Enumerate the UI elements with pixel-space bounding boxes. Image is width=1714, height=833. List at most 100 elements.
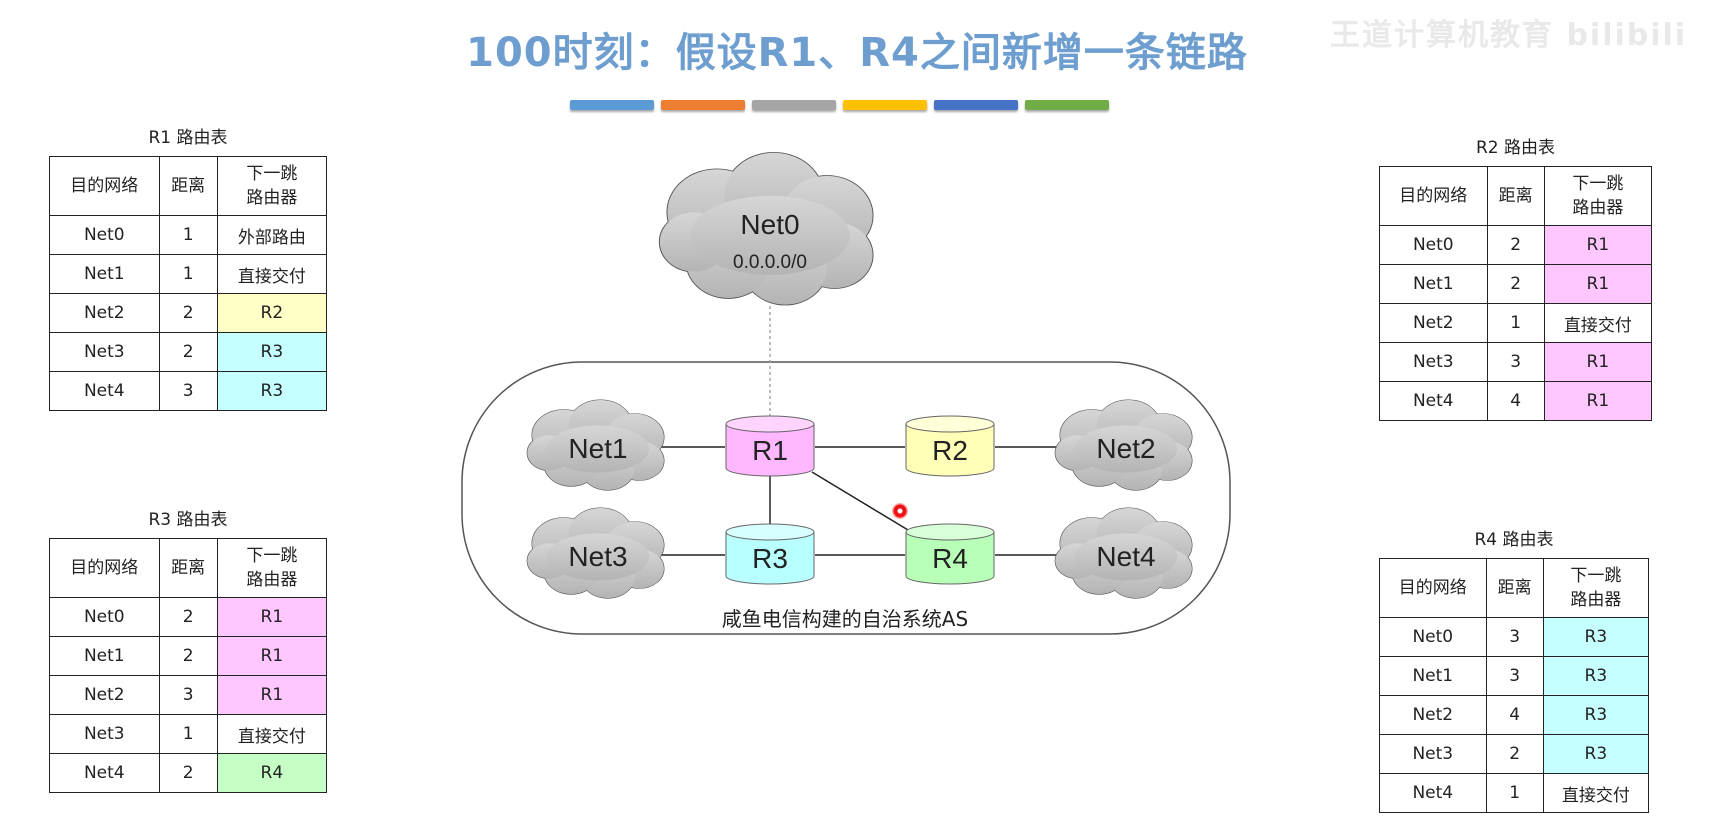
cell-next-hop: R1: [1543, 381, 1653, 421]
cell-distance: 4: [1486, 381, 1545, 421]
cell-distance: 2: [158, 293, 218, 333]
cell-distance: 3: [1485, 617, 1544, 657]
as-label: 咸鱼电信构建的自治系统AS: [722, 607, 968, 631]
r3-router-icon: [725, 523, 815, 585]
cell-distance: 1: [158, 254, 218, 294]
header-next-hop-line1: 下一跳: [1570, 566, 1622, 586]
cell-next-hop: R3: [1542, 656, 1650, 696]
net3-label: Net3: [568, 541, 627, 572]
header-next-hop: 下一跳路由器: [216, 156, 328, 216]
table-caption: R4 路由表: [1474, 530, 1554, 550]
cell-next-hop: R4: [216, 753, 328, 793]
header-dist: 距离: [158, 538, 218, 598]
as-boundary: [461, 361, 1231, 635]
cell-dest: Net4: [49, 753, 160, 793]
cell-dest: Net2: [49, 293, 160, 333]
cell-dest: Net4: [1379, 773, 1487, 813]
color-bar-blue: [570, 100, 654, 110]
header-next-hop-line2: 路由器: [1570, 590, 1622, 610]
r3-label: R3: [752, 543, 788, 574]
cell-next-hop: R3: [216, 371, 328, 411]
table-header-row: 目的网络距离下一跳路由器: [1379, 166, 1653, 226]
color-bar-darkblue: [934, 100, 1018, 110]
header-next-hop-line2: 路由器: [246, 570, 298, 590]
color-bar-gray: [752, 100, 836, 110]
r2-router-icon: [905, 415, 995, 477]
color-bar-orange: [661, 100, 745, 110]
header-dest: 目的网络: [49, 538, 160, 598]
watermark: 王道计算机教育 bilibili: [1330, 18, 1688, 53]
cell-next-hop: R1: [216, 675, 328, 715]
cell-next-hop: R3: [1542, 695, 1650, 735]
cell-distance: 1: [158, 215, 218, 255]
header-next-hop-line1: 下一跳: [246, 164, 298, 184]
net2-label: Net2: [1096, 433, 1155, 464]
cell-distance: 3: [158, 371, 218, 411]
cell-distance: 1: [158, 714, 218, 754]
cell-next-hop: 直接交付: [1542, 773, 1650, 813]
table-caption: R2 路由表: [1475, 138, 1556, 158]
net1-label: Net1: [568, 433, 627, 464]
cell-distance: 2: [1486, 264, 1545, 304]
table-header-row: 目的网络距离下一跳路由器: [49, 156, 328, 216]
net0-label: Net0: [740, 209, 799, 240]
page-title: 100时刻：假设R1、R4之间新增一条链路: [466, 30, 1248, 76]
cell-distance: 2: [1486, 225, 1545, 265]
header-next-hop-line1: 下一跳: [1572, 174, 1624, 194]
cell-dest: Net3: [49, 714, 160, 754]
cell-dest: Net3: [49, 332, 160, 372]
cell-next-hop: R1: [1543, 225, 1653, 265]
r4-label: R4: [932, 543, 968, 574]
cell-next-hop: R3: [1542, 734, 1650, 774]
cell-next-hop: R3: [1542, 617, 1650, 657]
cell-next-hop: R3: [216, 332, 328, 372]
cell-dest: Net1: [1379, 656, 1487, 696]
net0-address: 0.0.0.0/0: [733, 252, 807, 273]
cell-distance: 3: [158, 675, 218, 715]
r1-router-icon: [725, 415, 815, 477]
r4-router-icon: [905, 523, 995, 585]
header-dist: 距离: [1485, 558, 1544, 618]
header-next-hop-line1: 下一跳: [246, 546, 298, 566]
cell-next-hop: R1: [216, 597, 328, 637]
cell-distance: 1: [1485, 773, 1544, 813]
cell-next-hop: R1: [1543, 264, 1653, 304]
table-caption: R3 路由表: [148, 510, 228, 530]
cell-dest: Net2: [1379, 695, 1487, 735]
cell-dest: Net3: [1379, 734, 1487, 774]
laser-pointer-icon: [892, 503, 908, 519]
color-bar-yellow: [843, 100, 927, 110]
cell-next-hop: R2: [216, 293, 328, 333]
header-next-hop-line2: 路由器: [1572, 198, 1624, 218]
cell-dest: Net0: [1379, 617, 1487, 657]
color-bar-green: [1025, 100, 1109, 110]
cell-distance: 2: [158, 597, 218, 637]
net4-label: Net4: [1096, 541, 1155, 572]
cell-dest: Net2: [49, 675, 160, 715]
header-next-hop-line2: 路由器: [246, 188, 298, 208]
r2-label: R2: [932, 435, 968, 466]
cell-dest: Net4: [49, 371, 160, 411]
